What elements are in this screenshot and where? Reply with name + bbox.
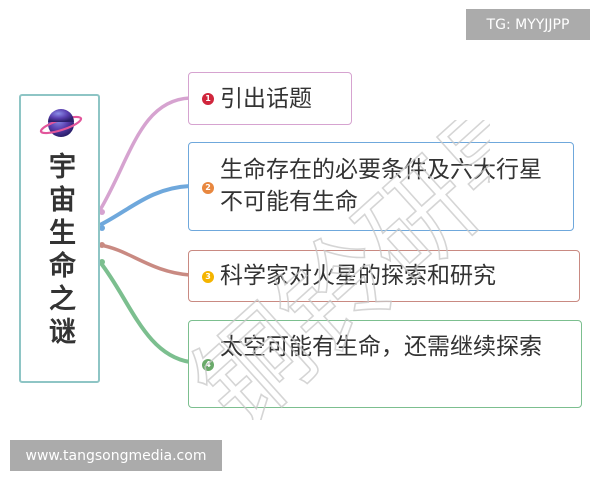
branch-label-1: 引出话题 bbox=[220, 86, 312, 112]
branch-label-3: 科学家对火星的探索和研究 bbox=[220, 263, 496, 289]
connector-4 bbox=[98, 260, 191, 364]
branch-node-2[interactable]: 2 生命存在的必要条件及六大行星不可能有生命 bbox=[188, 142, 574, 231]
branch-label-2: 生命存在的必要条件及六大行星不可能有生命 bbox=[220, 157, 542, 215]
root-node[interactable]: 宇宙生命之谜 bbox=[19, 94, 100, 383]
connector-3 bbox=[99, 243, 191, 277]
badge-1: 1 bbox=[202, 93, 214, 105]
branch-node-4[interactable]: 4 太空可能有生命，还需继续探索 bbox=[188, 320, 582, 408]
branch-label-4: 太空可能有生命，还需继续探索 bbox=[220, 334, 542, 360]
connector-1 bbox=[98, 96, 191, 211]
badge-4: 4 bbox=[202, 359, 214, 371]
connector-2 bbox=[99, 184, 191, 227]
bottom-tag: www.tangsongmedia.com bbox=[10, 440, 222, 471]
branch-node-1[interactable]: 1 引出话题 bbox=[188, 72, 352, 125]
badge-2: 2 bbox=[202, 182, 214, 194]
branch-node-3[interactable]: 3 科学家对火星的探索和研究 bbox=[188, 250, 580, 302]
planet-icon bbox=[39, 106, 83, 142]
badge-3: 3 bbox=[202, 271, 214, 283]
root-title: 宇宙生命之谜 bbox=[44, 152, 75, 350]
top-tag: TG: MYYJJPP bbox=[466, 9, 590, 40]
